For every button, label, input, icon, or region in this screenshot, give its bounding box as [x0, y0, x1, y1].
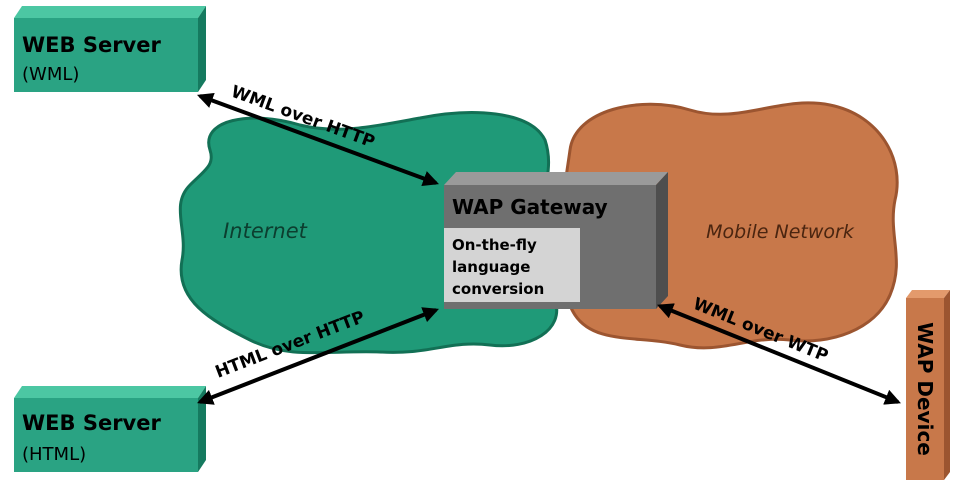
- web-server-html-title: WEB Server: [22, 411, 161, 435]
- wap-gateway-title: WAP Gateway: [452, 195, 608, 219]
- gateway-note-line-2: language: [452, 258, 530, 276]
- mobile-network-label: Mobile Network: [706, 221, 855, 243]
- web-server-html-subtitle: (HTML): [22, 444, 86, 465]
- gateway-note-line-1: On-the-fly: [452, 236, 537, 254]
- gateway-note-panel: [444, 228, 580, 302]
- internet-label: Internet: [223, 219, 308, 243]
- web-server-wml-subtitle: (WML): [22, 64, 79, 85]
- web-server-html-box: WEB Server (HTML): [14, 386, 206, 472]
- wap-device-label: WAP Device: [913, 322, 937, 456]
- gateway-note-line-3: conversion: [452, 280, 544, 298]
- wap-gateway-box: WAP Gateway On-the-fly language conversi…: [444, 172, 668, 309]
- web-server-wml-title: WEB Server: [22, 33, 161, 57]
- web-server-wml-box: WEB Server (WML): [14, 6, 206, 92]
- wap-device-box: WAP Device: [906, 290, 950, 480]
